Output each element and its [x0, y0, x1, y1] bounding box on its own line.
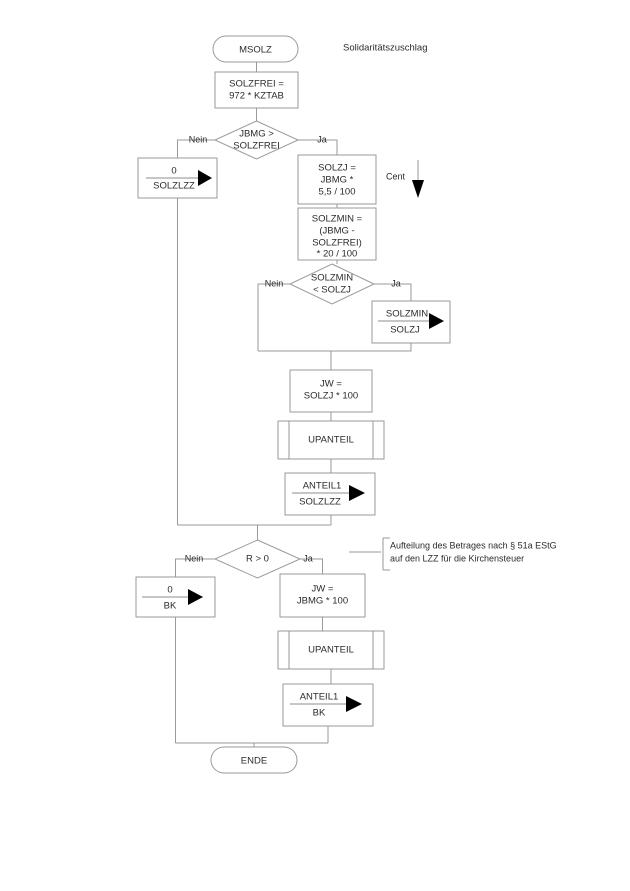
upanteil-2-box-shape — [277, 630, 385, 670]
edge-jbmg-yes — [298, 139, 338, 155]
anteil1-bk-denominator: BK — [313, 708, 326, 719]
assign-bk-numerator: 0 — [167, 585, 172, 596]
jw-jbmg-box-shape — [279, 573, 366, 618]
node-anteil1-bk[interactable]: ANTEIL1 BK — [282, 683, 374, 727]
edge-label-solzmin-yes: Ja — [391, 278, 401, 288]
node-decision-solzmin[interactable]: SOLZMIN < SOLZJ — [288, 263, 376, 305]
assign-solzlzz-arrow-icon — [198, 170, 212, 186]
cent-annotation-label: Cent — [386, 171, 406, 181]
assign-solzlzz-numerator: 0 — [171, 166, 176, 177]
start-label: MSOLZ — [239, 45, 272, 56]
edge-label-jbmg-yes: Ja — [317, 134, 327, 144]
end-label: ENDE — [241, 756, 267, 767]
node-jw-jbmg[interactable]: JW = JBMG * 100 — [279, 573, 366, 618]
jw-solzj-line-2: SOLZJ * 100 — [304, 391, 358, 402]
edge-label-solzmin-no: Nein — [265, 278, 284, 288]
decision-jbmg-line-2: SOLZFREI — [233, 141, 279, 152]
edge-jbmg-no — [177, 139, 215, 158]
solzfrei-line-1: SOLZFREI = — [229, 79, 284, 90]
node-jw-solzj[interactable]: JW = SOLZJ * 100 — [289, 369, 373, 413]
decision-solzmin-line-2: < SOLZJ — [313, 285, 351, 296]
upanteil-1-label: UPANTEIL — [308, 435, 354, 446]
assign-solzj-numerator: SOLZMIN — [386, 309, 428, 320]
solzj-line-1: SOLZJ = — [318, 163, 356, 174]
anteil1-solzlzz-numerator: ANTEIL1 — [303, 481, 342, 492]
node-assign-solzlzz-zero[interactable]: 0 SOLZLZZ — [137, 157, 218, 199]
solzmin-box-shape — [297, 207, 377, 261]
solzj-line-3: 5,5 / 100 — [319, 187, 356, 198]
solzj-box-shape — [297, 154, 377, 205]
decision-r-line-1: R > 0 — [246, 554, 269, 565]
node-start[interactable]: MSOLZ — [212, 35, 299, 63]
decision-r-shape — [213, 539, 302, 579]
assign-solzj-denominator: SOLZJ — [390, 325, 420, 336]
node-decision-r[interactable]: R > 0 — [213, 539, 302, 579]
edge-solzmin-yes — [374, 283, 412, 301]
node-end[interactable]: ENDE — [210, 746, 298, 774]
anteil1-solzlzz-denominator: SOLZLZZ — [299, 497, 341, 508]
node-solzj[interactable]: SOLZJ = JBMG * 5,5 / 100 — [297, 154, 377, 205]
solzmin-line-3: SOLZFREI) — [312, 238, 362, 249]
upanteil-1-box-shape — [277, 420, 385, 460]
node-solzmin[interactable]: SOLZMIN = (JBMG - SOLZFREI) * 20 / 100 — [297, 207, 377, 261]
end-terminator-shape — [210, 746, 298, 774]
start-terminator-shape — [212, 35, 299, 63]
anteil1-bk-arrow-icon — [346, 696, 362, 712]
cent-arrow-head — [412, 180, 424, 198]
solzfrei-box-shape — [214, 71, 299, 109]
diagram-caption: Solidaritätszuschlag — [343, 43, 428, 54]
edge-r-yes — [300, 558, 323, 574]
decision-solzmin-line-1: SOLZMIN — [311, 273, 353, 284]
anteil1-solzlzz-arrow-icon — [349, 485, 365, 501]
aufteilung-annotation-line-2: auf den LZZ für die Kirchensteuer — [390, 553, 524, 563]
jw-jbmg-line-2: JBMG * 100 — [297, 596, 348, 607]
assign-solzj-arrow-icon — [429, 313, 444, 329]
assign-solzlzz-denominator: SOLZLZZ — [153, 181, 195, 192]
node-upanteil-1[interactable]: UPANTEIL — [277, 420, 385, 460]
edge-label-r-no: Nein — [185, 553, 204, 563]
assign-bk-denominator: BK — [164, 601, 177, 612]
solzmin-line-1: SOLZMIN = — [312, 214, 363, 225]
anteil1-bk-numerator: ANTEIL1 — [300, 692, 339, 703]
node-solzfrei[interactable]: SOLZFREI = 972 * KZTAB — [214, 71, 299, 109]
jw-solzj-box-shape — [289, 369, 373, 413]
connector-layer — [175, 62, 419, 747]
node-anteil1-solzlzz[interactable]: ANTEIL1 SOLZLZZ — [284, 472, 376, 516]
edge-solzmin-no — [257, 283, 290, 351]
decision-jbmg-shape — [213, 120, 300, 160]
decision-jbmg-line-1: JBMG > — [239, 129, 274, 140]
node-assign-bk-zero[interactable]: 0 BK — [135, 576, 216, 618]
solzmin-line-4: * 20 / 100 — [317, 249, 358, 260]
node-upanteil-2[interactable]: UPANTEIL — [277, 630, 385, 670]
aufteilung-annotation-line-1: Aufteilung des Betrages nach § 51a EStG — [390, 540, 557, 550]
jw-solzj-line-1: JW = — [320, 379, 342, 390]
solzj-line-2: JBMG * — [321, 175, 354, 186]
edge-label-jbmg-no: Nein — [189, 134, 208, 144]
edge-solzj-assign-merge — [258, 343, 412, 352]
edge-label-r-yes: Ja — [303, 553, 313, 563]
assign-bk-arrow-icon — [188, 589, 203, 605]
decision-solzmin-shape — [288, 263, 376, 305]
edge-r-no — [175, 558, 215, 577]
solzmin-line-2: (JBMG - — [319, 226, 354, 237]
jw-jbmg-line-1: JW = — [312, 584, 334, 595]
node-decision-jbmg[interactable]: JBMG > SOLZFREI — [213, 120, 300, 160]
node-assign-solzj-solzmin[interactable]: SOLZMIN SOLZJ — [371, 300, 451, 344]
upanteil-2-label: UPANTEIL — [308, 645, 354, 656]
solzfrei-line-2: 972 * KZTAB — [229, 91, 284, 102]
